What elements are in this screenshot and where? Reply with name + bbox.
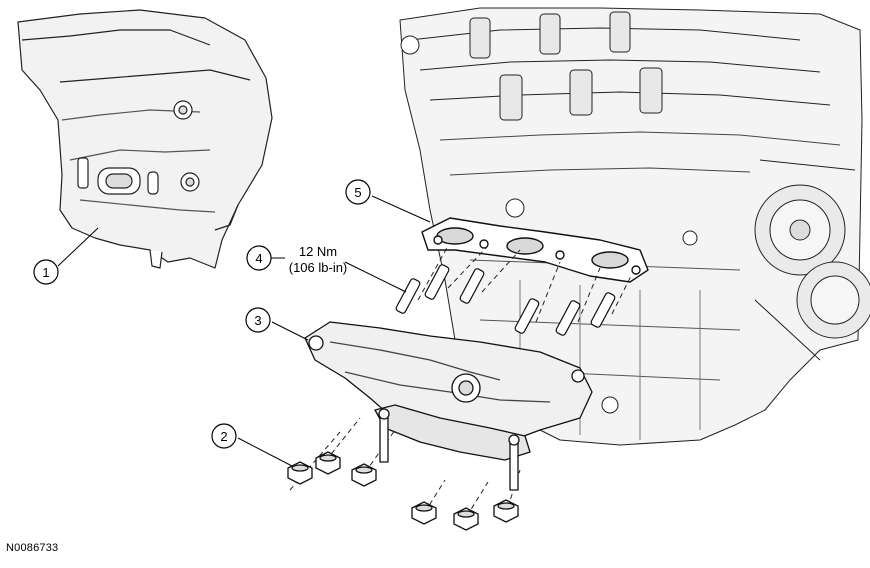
callout-circle: [345, 179, 371, 205]
torque-imperial: (106 lb-in): [289, 260, 348, 275]
stud: [555, 300, 581, 336]
callout-number: 5: [354, 185, 361, 200]
heat-shield: [17, 9, 273, 269]
exhaust-manifold-gasket: [421, 217, 649, 283]
nut: [493, 499, 519, 523]
exhaust-manifold-nuts: [287, 451, 519, 531]
nut: [287, 461, 313, 485]
callout-circle: [245, 307, 271, 333]
nut: [315, 451, 341, 475]
torque-metric: 12 Nm: [299, 244, 337, 259]
stud: [590, 292, 616, 328]
callout-number: 3: [254, 313, 261, 328]
callout-2: 2: [211, 423, 237, 449]
stud: [459, 268, 485, 304]
callout-3: 3: [245, 307, 271, 333]
nut: [453, 507, 479, 531]
exhaust-manifold-studs: [395, 264, 616, 336]
callout-number: 1: [42, 265, 49, 280]
torque-spec: 12 Nm (106 lb-in): [289, 244, 348, 275]
callout-circle: [33, 259, 59, 285]
leader-lines: [57, 195, 431, 467]
callout-circle: [246, 245, 272, 271]
callout-1: 1: [33, 259, 59, 285]
callout-4: 4: [246, 245, 272, 271]
stud: [514, 298, 540, 334]
stud: [395, 278, 421, 314]
exhaust-manifold: [304, 321, 593, 491]
callout-5: 5: [345, 179, 371, 205]
nut: [351, 463, 377, 487]
figure-id: N0086733: [6, 542, 59, 554]
stud: [424, 264, 450, 300]
callout-number: 2: [220, 429, 227, 444]
callout-circle: [211, 423, 237, 449]
callout-number: 4: [255, 251, 262, 266]
engine-block: [399, 7, 870, 446]
nut: [411, 501, 437, 525]
